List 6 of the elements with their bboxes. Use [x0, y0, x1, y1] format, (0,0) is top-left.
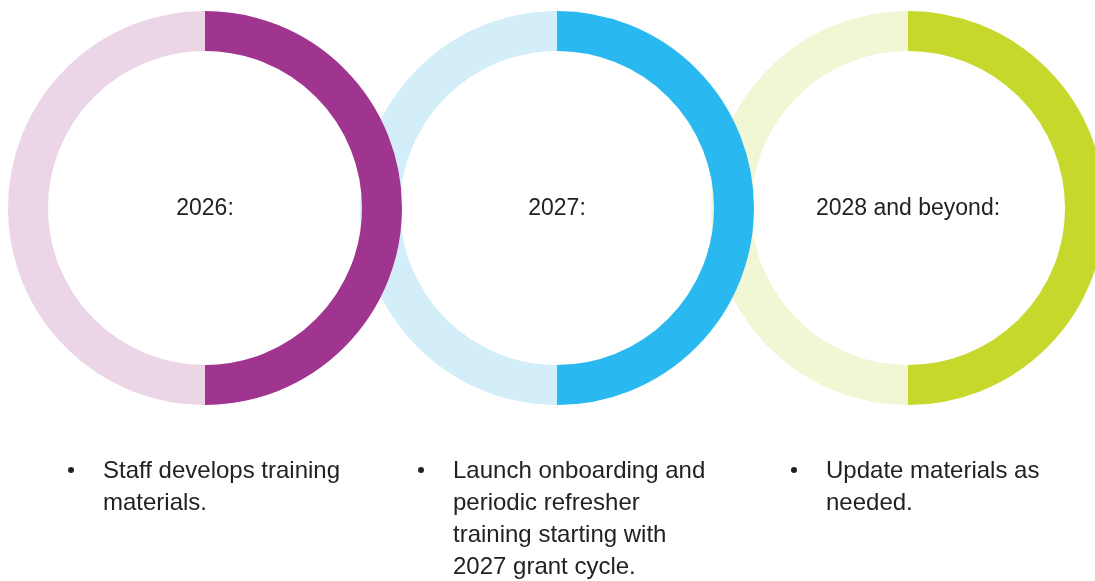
year-label: 2028 and beyond:	[815, 194, 1001, 221]
bullet-text: Launch onboarding and periodic refresher training starting with 2027 grant cycle.	[453, 455, 707, 581]
bullet-text: Update materials as needed.	[826, 455, 1041, 517]
bullet-text: Staff develops training materials.	[103, 455, 342, 517]
year-label: 2027:	[528, 194, 586, 221]
year-label: 2026:	[176, 194, 234, 221]
